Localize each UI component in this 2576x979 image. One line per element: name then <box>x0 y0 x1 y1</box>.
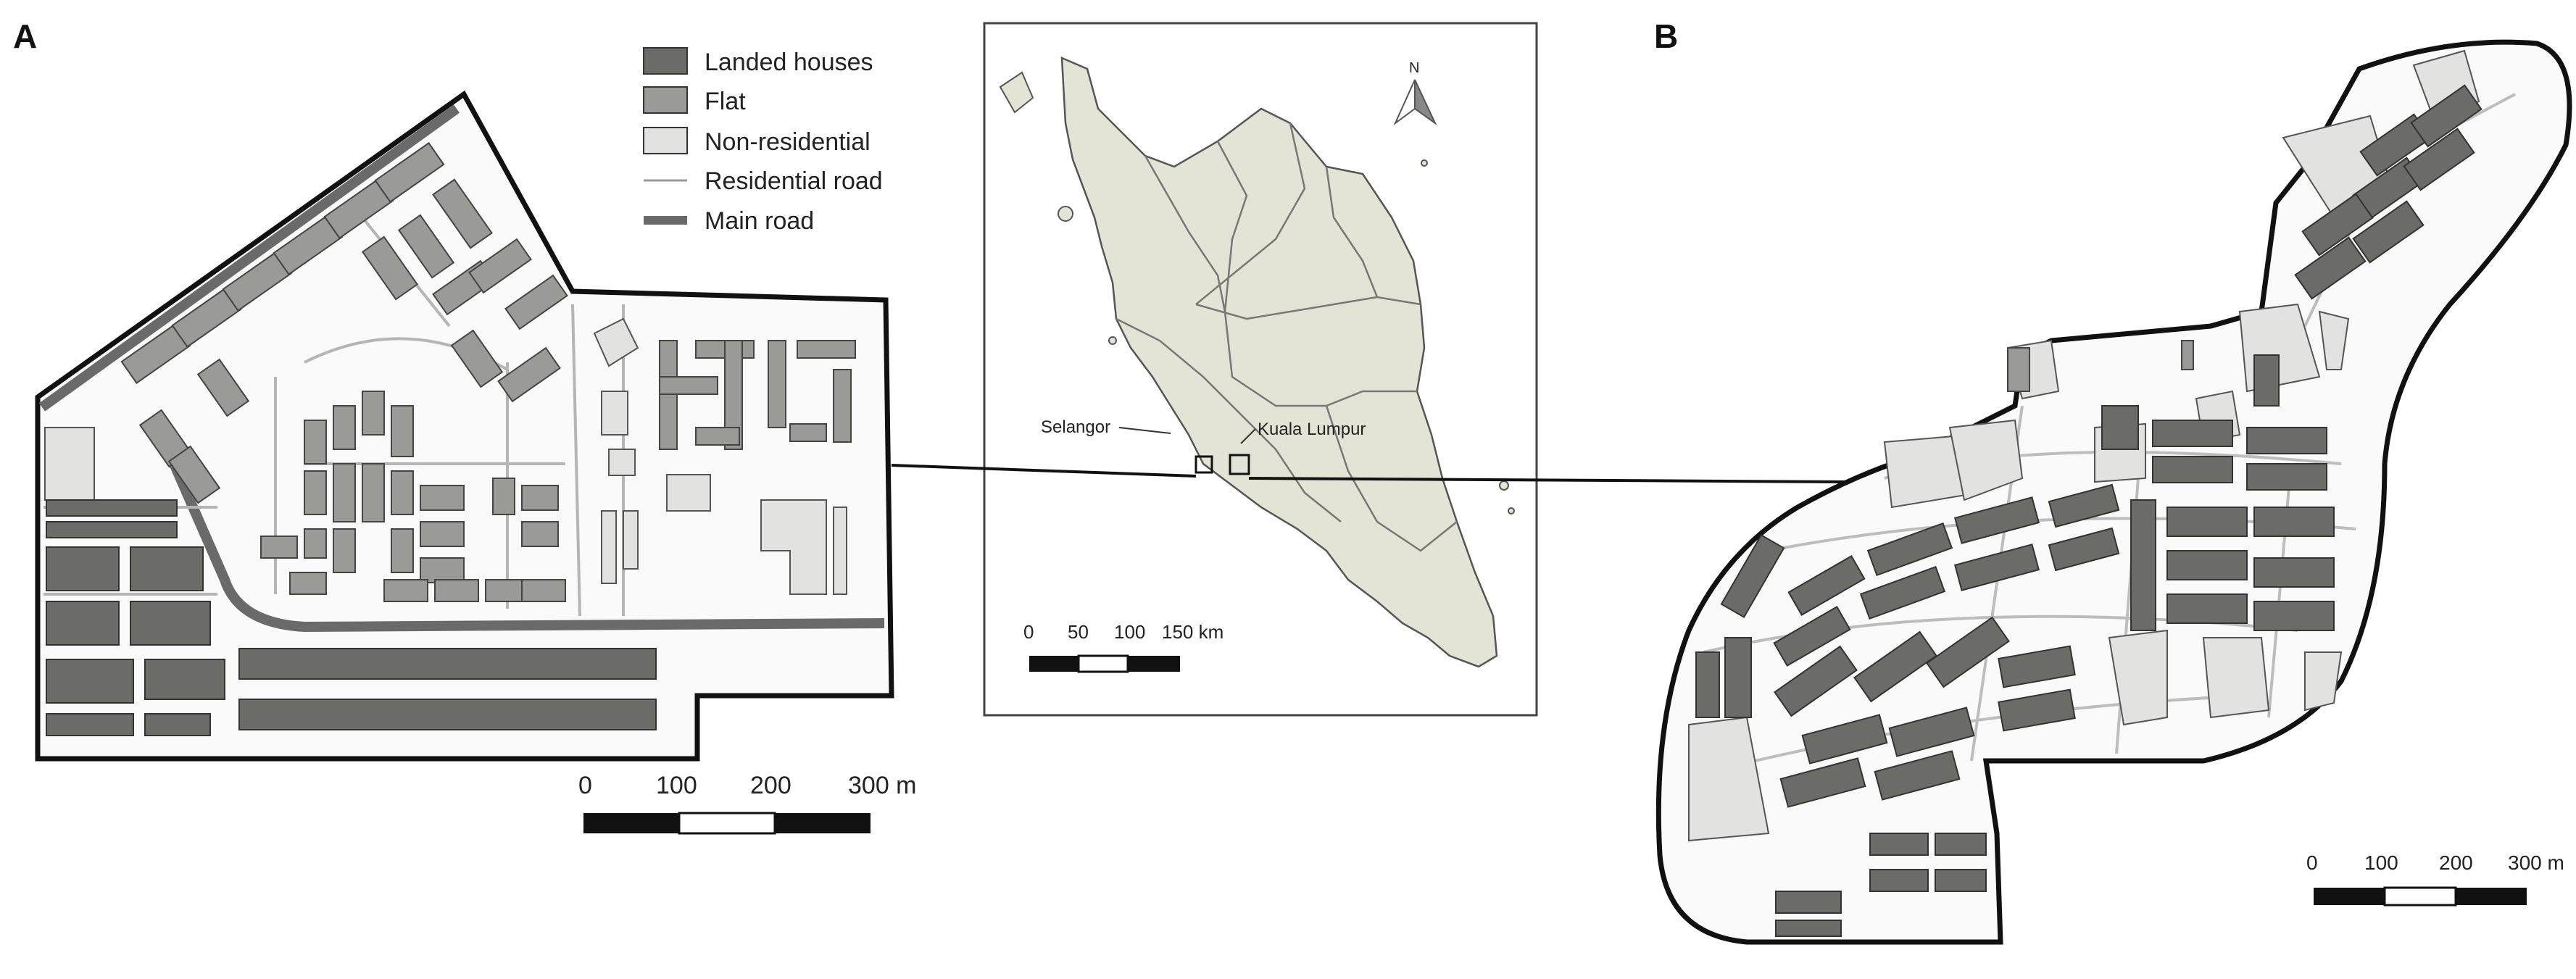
legend-label-nonres: Non-residential <box>705 128 871 156</box>
scale-a-tick-1: 100 <box>656 772 697 799</box>
legend-label-residential-road: Residential road <box>705 167 883 195</box>
scale-a-tick-0: 0 <box>578 772 592 799</box>
selangor-pointer <box>1118 427 1171 434</box>
scale-a-segment-3 <box>775 813 871 833</box>
flat-blocks-a <box>120 142 856 602</box>
flat-blocks-b <box>2007 340 2194 392</box>
scale-b-tick-3: 300 m <box>2508 851 2564 874</box>
legend-label-main-road: Main road <box>705 207 814 235</box>
main-road <box>38 104 885 633</box>
legend-label-landed: Landed houses <box>705 49 873 76</box>
scale-b-tick-0: 0 <box>2306 851 2318 874</box>
map-b <box>1655 39 2572 945</box>
legend-swatch-flat <box>643 86 688 114</box>
legend-swatch-nonres <box>643 127 688 154</box>
scale-inset-tick-0: 0 <box>1023 621 1034 643</box>
label-kuala-lumpur: Kuala Lumpur <box>1258 420 1366 439</box>
scale-a-segment-1 <box>583 813 679 833</box>
peninsula-landmass <box>1060 57 1498 668</box>
scale-inset-tick-1: 50 <box>1068 621 1089 643</box>
scale-bar-b: 0 100 200 300 m <box>2306 851 2564 907</box>
connector-line-a <box>891 464 1197 478</box>
scale-b-tick-2: 200 <box>2439 851 2473 874</box>
landed-blocks-b <box>1695 84 2482 937</box>
kuala-lumpur-pointer <box>1240 428 1256 444</box>
legend-label-flat: Flat <box>705 88 746 115</box>
study-area-b-box <box>1229 454 1250 475</box>
nonres-blocks-a <box>44 317 847 595</box>
scale-b-segment-3 <box>2456 888 2527 905</box>
scale-a-tick-2: 200 <box>750 772 792 799</box>
connector-line-b <box>1248 477 1846 483</box>
scale-inset-tick-3: 150 km <box>1162 621 1223 643</box>
inset-map: Selangor Kuala Lumpur N 0 50 100 150 km <box>983 22 1538 717</box>
panel-label-a: A <box>13 17 37 55</box>
landed-blocks-a <box>46 499 657 736</box>
scale-b-segment-2 <box>2383 886 2457 907</box>
panel-label-b: B <box>1654 17 1678 55</box>
legend: Landed houses Flat Non-residential Resid… <box>643 47 883 235</box>
scale-a-segment-2 <box>678 812 776 835</box>
study-area-a-box <box>1194 455 1213 474</box>
islands <box>999 71 1515 515</box>
map-a <box>35 90 894 762</box>
state-boundaries <box>1115 122 1458 552</box>
north-label: N <box>1409 60 1419 76</box>
scale-b-segment-1 <box>2314 888 2385 905</box>
north-arrow: N <box>1393 60 1437 126</box>
scale-inset-tick-2: 100 <box>1114 621 1145 643</box>
scale-inset-seg-3 <box>1128 656 1180 672</box>
scale-a-tick-3: 300 m <box>848 772 917 799</box>
scale-bar-a: 0 100 200 300 m <box>578 772 917 835</box>
scale-inset-seg-1 <box>1029 656 1079 672</box>
label-selangor: Selangor <box>1041 417 1110 437</box>
scale-bar-inset: 0 50 100 150 km <box>1023 621 1223 673</box>
legend-swatch-landed <box>643 47 688 75</box>
scale-b-tick-1: 100 <box>2364 851 2398 874</box>
scale-inset-seg-2 <box>1077 654 1129 673</box>
